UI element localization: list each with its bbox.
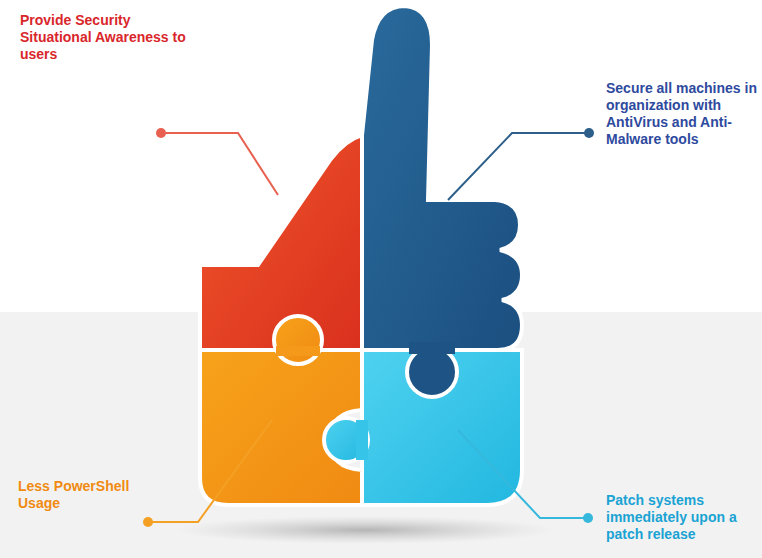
puzzle-knob [324, 418, 368, 462]
leader-line [448, 133, 589, 200]
puzzle-piece-dark-blue [362, 6, 522, 350]
leader-line [458, 430, 588, 518]
leader-dot [583, 513, 593, 523]
callout-label: Less PowerShell Usage [18, 478, 138, 512]
puzzle-knob [407, 347, 457, 397]
leader-line [148, 420, 272, 522]
callout-label: Provide Security Situational Awareness t… [20, 12, 192, 63]
knob-join [409, 342, 455, 354]
leader-dot [156, 128, 166, 138]
knob-join [276, 346, 320, 356]
leader-line [161, 133, 278, 195]
leader-dot [143, 517, 153, 527]
hand-shadow [175, 516, 555, 544]
leader-dot [584, 128, 594, 138]
puzzle-knob [274, 316, 322, 364]
callout-label: Secure all machines in organization with… [606, 80, 758, 148]
knob-join [356, 420, 368, 460]
callout-label: Patch systems immediately upon a patch r… [606, 492, 756, 543]
puzzle-piece-red [200, 135, 362, 350]
